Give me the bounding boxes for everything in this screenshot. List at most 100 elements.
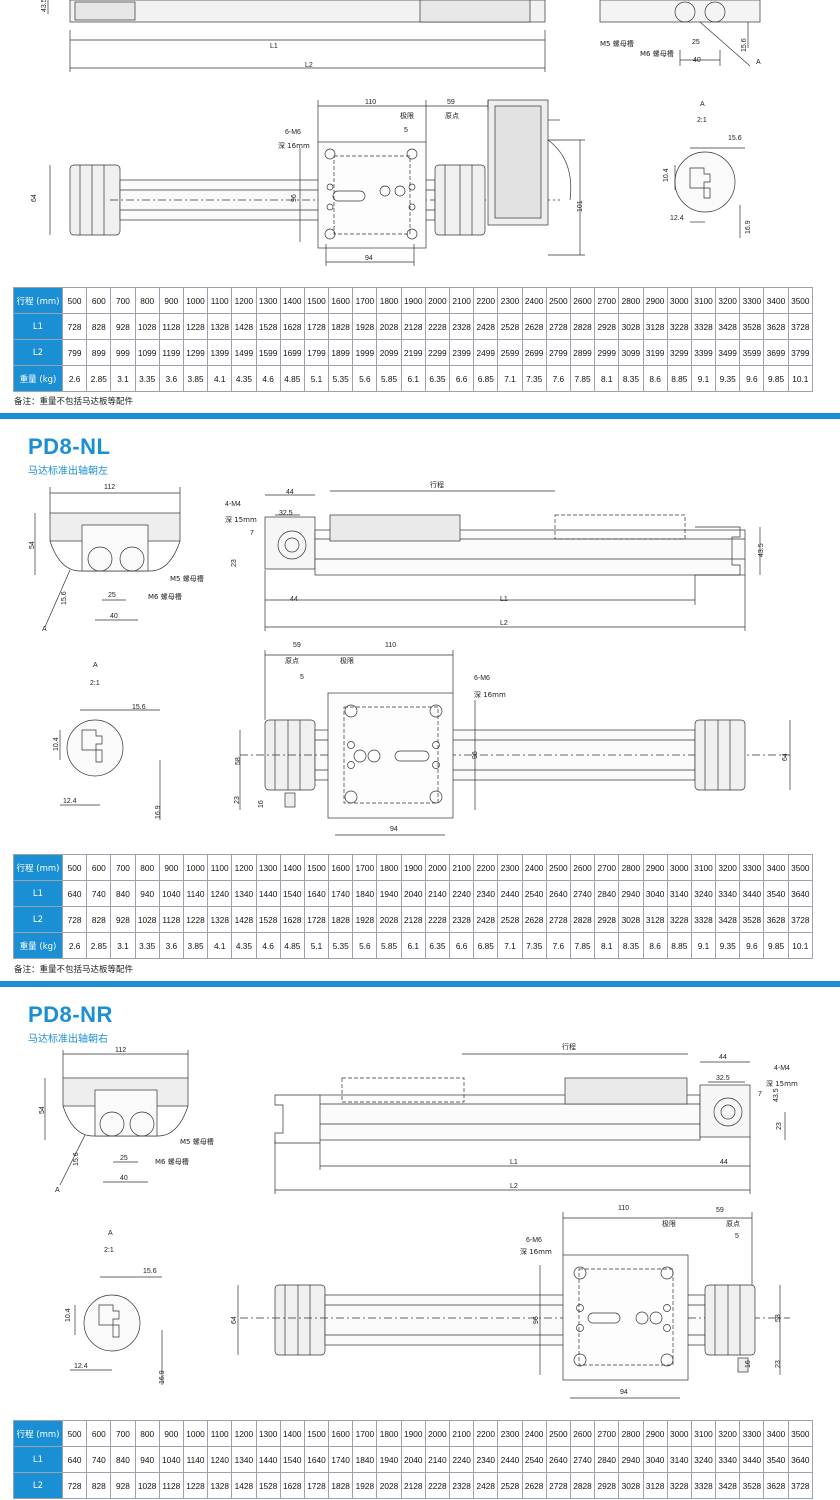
depth-15-nl: 深 15mm [225,515,257,524]
table-cell: 1340 [231,880,257,907]
tap-4m4-nl: 4-M4 [225,501,241,508]
table-cell: 3.35 [134,365,160,392]
table-cell: 6.35 [424,932,451,959]
table-cell: 5.1 [303,932,330,959]
dim-25-nl: 25 [108,592,116,599]
table-cell: 700 [110,287,136,314]
table-cell: 1400 [279,854,305,881]
table-cell: 7.35 [521,365,547,392]
table-cell: 500 [61,854,88,881]
table-cell: 1328 [207,1472,233,1499]
table-cell: 3428 [715,313,741,340]
table-cell: 3140 [666,1446,692,1473]
depth-15-nr: 深 15mm [766,1079,798,1088]
table-cell: 3799 [787,339,814,366]
row-label: 行程 (mm) [13,1420,63,1447]
table-cell: 2228 [424,313,451,340]
table-cell: 3399 [690,339,717,366]
table-cell: 1900 [400,1420,426,1447]
table-cell: 828 [86,1472,112,1499]
dim-110-nl: 110 [385,642,396,649]
table-cell: 1028 [134,313,160,340]
dim-64-nr: 64 [231,1316,238,1324]
table-cell: 2799 [545,339,571,366]
table-cell: 2500 [545,287,571,314]
table-cell: 2128 [400,313,426,340]
m6-label-nr: M6 螺母槽 [155,1157,189,1166]
table-cell: 3.85 [182,365,209,392]
row-label: L1 [13,1446,63,1473]
table-cell: 1540 [279,1446,305,1473]
table-cell: 1800 [376,287,402,314]
table-cell: 2428 [473,1472,499,1499]
table-cell: 928 [110,1472,136,1499]
table-cell: 3499 [715,339,741,366]
table-cell: 3128 [642,1472,668,1499]
table-cell: 3428 [715,1472,741,1499]
dim-15-6-detail-nr: 15.6 [143,1268,157,1275]
table-cell: 1828 [328,906,354,933]
table-cell: 2500 [545,854,571,881]
table-cell: 2740 [569,880,596,907]
table-cell: 2000 [424,1420,451,1447]
m5-label-nr: M5 螺母槽 [180,1137,214,1146]
table-cell: 3400 [763,287,789,314]
table-cell: 3140 [666,880,692,907]
table-cell: 799 [61,339,88,366]
table-cell: 3340 [715,1446,741,1473]
table-cell: 2600 [569,854,596,881]
table-cell: 1500 [303,854,330,881]
table-cell: 3300 [739,854,765,881]
dim-59-nr: 59 [716,1207,724,1214]
table-cell: 1299 [182,339,209,366]
table-cell: 500 [61,1420,88,1447]
table-cell: 2440 [497,880,523,907]
table-cell: 1500 [303,1420,330,1447]
table-cell: 800 [134,854,160,881]
table-cell: 3240 [690,1446,717,1473]
table-cell: 1000 [182,1420,209,1447]
table-cell: 6.1 [400,932,426,959]
table-cell: 7.85 [569,932,596,959]
table-cell: 6.85 [473,932,499,959]
dim-15-6-top: 15.6 [741,38,748,52]
table-cell: 2628 [521,906,547,933]
section-divider-1 [0,413,840,419]
table-cell: 1028 [134,1472,160,1499]
table-cell: 2040 [400,880,426,907]
table-cell: 1740 [328,1446,354,1473]
table-cell: 2200 [473,287,499,314]
table-cell: 1740 [328,880,354,907]
dim-96-top: 96 [291,194,298,202]
table-cell: 2640 [545,880,571,907]
table-cell: 7.6 [545,932,571,959]
table-cell: 3440 [739,1446,765,1473]
table-cell: 3328 [690,1472,717,1499]
table-cell: 3.1 [110,365,136,392]
table-cell: 2300 [497,1420,523,1447]
table-cell: 3040 [642,1446,668,1473]
table-cell: 1400 [279,287,305,314]
table-cell: 3000 [666,287,692,314]
section-subtitle-nr: 马达标准出轴朝右 [28,1034,108,1045]
table-cell: 6.35 [424,365,451,392]
table-cell: 1200 [231,287,257,314]
depth-16-top: 深 16mm [278,141,310,150]
table-cell: 3628 [763,1472,789,1499]
table-cell: 900 [158,854,184,881]
section-title-nr: PD8-NR [28,1002,113,1027]
table-cell: 2528 [497,906,523,933]
table-cell: 3240 [690,880,717,907]
table-cell: 3599 [739,339,765,366]
table-cell: 2400 [521,854,547,881]
dim-l1-top: L1 [270,43,278,50]
table-cell: 2500 [545,1420,571,1447]
table-cell: 1428 [231,1472,257,1499]
dim-5-nr: 5 [735,1233,739,1240]
